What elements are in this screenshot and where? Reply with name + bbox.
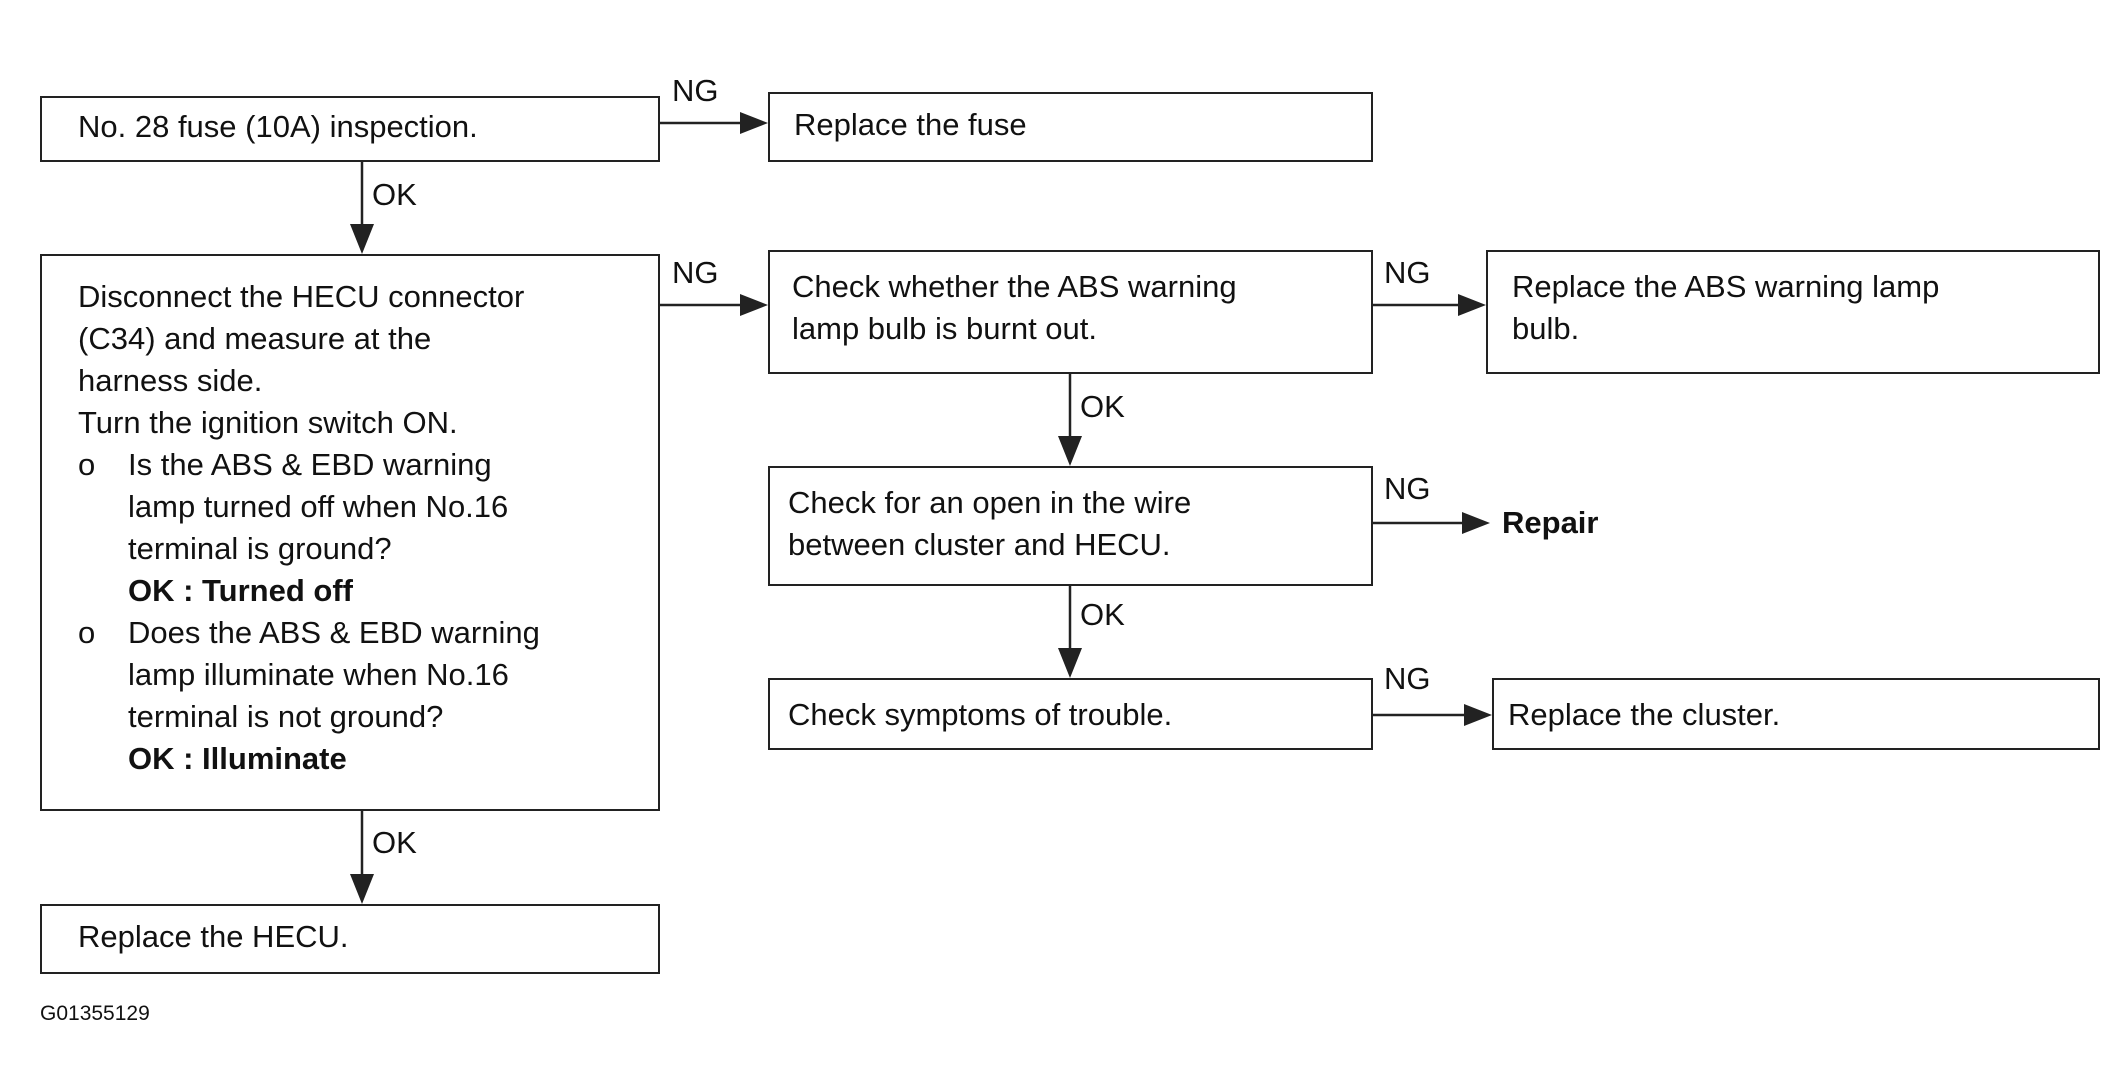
disconnect-line-1: Disconnect the HECU connector (78, 279, 525, 314)
replace-cluster-text: Replace the cluster. (1508, 697, 1781, 732)
label-ok-bulb: OK (1080, 389, 1125, 424)
replace-hecu-box: Replace the HECU. (40, 904, 660, 974)
bullet-2-ok: OK : Illuminate (128, 741, 347, 776)
check-symptoms-box: Check symptoms of trouble. (768, 678, 1373, 750)
check-bulb-line-1: Check whether the ABS warning (792, 269, 1237, 304)
replace-fuse-text: Replace the fuse (794, 107, 1027, 142)
label-ng-bulb: NG (1384, 255, 1431, 290)
check-bulb-box: Check whether the ABS warning lamp bulb … (768, 250, 1373, 374)
check-open-box: Check for an open in the wire between cl… (768, 466, 1373, 586)
check-open-line-2: between cluster and HECU. (788, 527, 1171, 562)
replace-bulb-box: Replace the ABS warning lamp bulb. (1486, 250, 2100, 374)
arrowhead-icon (350, 224, 374, 254)
replace-bulb-line-1: Replace the ABS warning lamp (1512, 269, 1940, 304)
arrowhead-icon (350, 874, 374, 904)
bullet-2-mark: o (78, 615, 96, 650)
replace-cluster-box: Replace the cluster. (1492, 678, 2100, 750)
bullet-1-ok: OK : Turned off (128, 573, 353, 608)
bullet-1-mark: o (78, 447, 96, 482)
figure-code: G01355129 (40, 1002, 150, 1025)
replace-bulb-line-2: bulb. (1512, 311, 1580, 346)
check-bulb-line-2: lamp bulb is burnt out. (792, 311, 1098, 346)
bullet-1-line-3: terminal is ground? (128, 531, 392, 566)
label-ok-open: OK (1080, 597, 1125, 632)
arrowhead-icon (740, 112, 768, 134)
bullet-2-line-2: lamp illuminate when No.16 (128, 657, 509, 692)
bullet-2-line-1: Does the ABS & EBD warning (128, 615, 540, 650)
label-ng-open: NG (1384, 471, 1431, 506)
disconnect-line-2: (C34) and measure at the (78, 321, 432, 356)
bullet-1-line-1: Is the ABS & EBD warning (128, 447, 492, 482)
disconnect-line-3: harness side. (78, 363, 263, 398)
check-symptoms-text: Check symptoms of trouble. (788, 697, 1173, 732)
bullet-2-line-3: terminal is not ground? (128, 699, 444, 734)
label-ng-disconnect: NG (672, 255, 719, 290)
arrowhead-icon (1058, 648, 1082, 678)
arrowhead-icon (740, 294, 768, 316)
arrowhead-icon (1058, 436, 1082, 466)
disconnect-line-4: Turn the ignition switch ON. (78, 405, 458, 440)
arrowhead-icon (1458, 294, 1486, 316)
label-ok-disconnect: OK (372, 825, 417, 860)
label-ng-symptoms: NG (1384, 661, 1431, 696)
arrowhead-icon (1464, 704, 1492, 726)
replace-fuse-box: Replace the fuse (768, 92, 1373, 162)
arrowhead-icon (1462, 512, 1490, 534)
replace-hecu-text: Replace the HECU. (78, 919, 349, 954)
bullet-item-2: o Does the ABS & EBD warning lamp illumi… (78, 612, 658, 780)
bullet-1-line-2: lamp turned off when No.16 (128, 489, 509, 524)
label-ok-fuse: OK (372, 177, 417, 212)
bullet-item-1: o Is the ABS & EBD warning lamp turned o… (78, 444, 658, 612)
fuse-inspection-box: No. 28 fuse (10A) inspection. (40, 96, 660, 162)
label-ng-fuse: NG (672, 73, 719, 108)
check-open-line-1: Check for an open in the wire (788, 485, 1192, 520)
fuse-inspection-text: No. 28 fuse (10A) inspection. (78, 109, 478, 144)
repair-text: Repair (1502, 505, 1599, 540)
disconnect-hecu-box: Disconnect the HECU connector (C34) and … (40, 254, 660, 811)
